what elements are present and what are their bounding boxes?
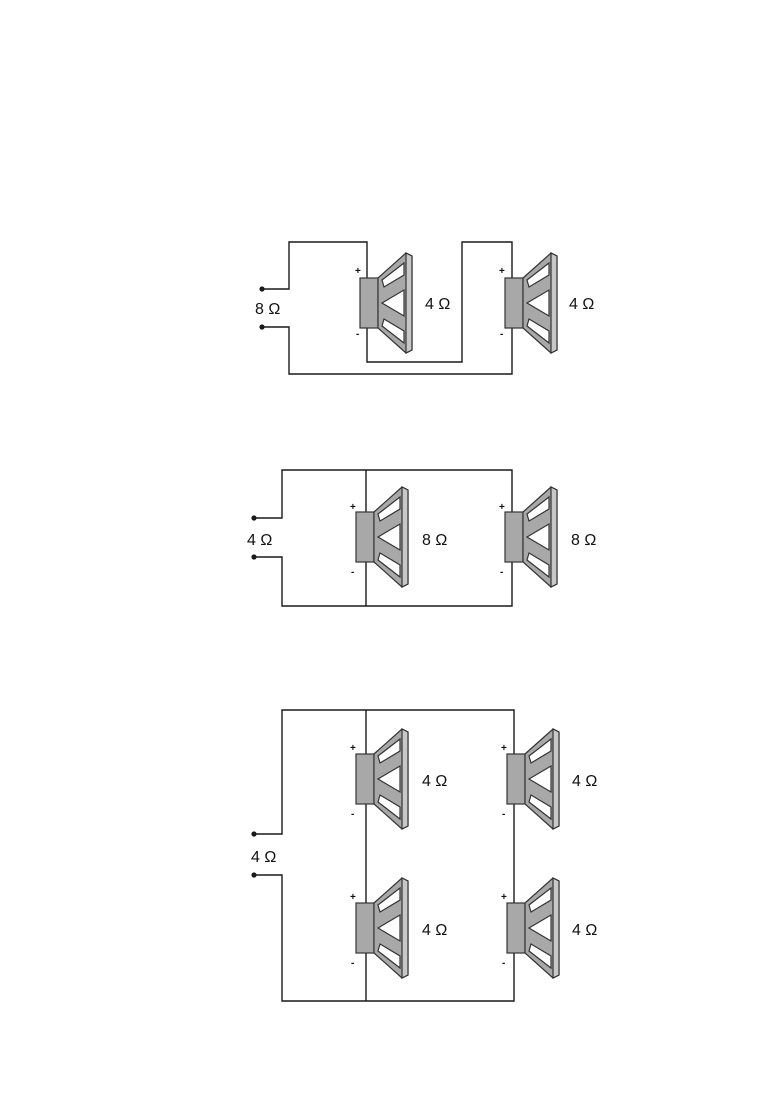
polarity-plus: + [350,892,356,903]
terminal-plus [259,286,265,292]
speaker-icon [504,486,558,588]
polarity-plus: + [501,743,507,754]
diagram-series-parallel: 4 Ω + - 4 Ω + - 4 Ω + - 4 Ω + - 4 Ω [251,709,597,1002]
polarity-minus: - [351,567,354,578]
input-impedance-label: 8 Ω [255,301,280,318]
polarity-minus: - [351,958,354,969]
wire [254,469,513,519]
wire [254,556,513,607]
diagram-series: 8 Ω + - 4 Ω + - 4 Ω [255,241,594,375]
speaker-impedance-label: 4 Ω [425,296,450,313]
speaker-icon [506,728,560,830]
polarity-minus: - [502,958,505,969]
polarity-plus: + [350,743,356,754]
terminal-plus [251,831,257,837]
wire [262,326,513,375]
speaker-icon [355,486,409,588]
speaker-impedance-label: 4 Ω [569,296,594,313]
polarity-minus: - [351,809,354,820]
speaker-icon [355,877,409,979]
speaker-impedance-label: 4 Ω [572,773,597,790]
wire [262,241,368,290]
polarity-plus: + [350,502,356,513]
input-impedance-label: 4 Ω [251,849,276,866]
speaker-impedance-label: 8 Ω [422,532,447,549]
wire [254,709,515,835]
polarity-minus: - [500,329,503,340]
wire [254,874,515,1002]
polarity-minus: - [500,567,503,578]
speaker-icon [504,252,558,354]
speaker-icon [355,728,409,830]
speaker-impedance-label: 4 Ω [572,922,597,939]
speaker-impedance-label: 8 Ω [571,532,596,549]
speaker-impedance-label: 4 Ω [422,922,447,939]
diagram-parallel: 4 Ω + - 8 Ω + - 8 Ω [247,469,596,607]
terminal-minus [259,324,265,330]
speaker-icon [506,877,560,979]
terminal-minus [251,872,257,878]
polarity-minus: - [356,329,359,340]
polarity-plus: + [499,266,505,277]
terminal-plus [251,515,257,521]
polarity-minus: - [502,809,505,820]
polarity-plus: + [501,892,507,903]
wire [366,241,513,363]
speaker-icon [359,252,413,354]
speaker-impedance-label: 4 Ω [422,773,447,790]
input-impedance-label: 4 Ω [247,532,272,549]
terminal-minus [251,554,257,560]
polarity-plus: + [355,266,361,277]
polarity-plus: + [499,502,505,513]
